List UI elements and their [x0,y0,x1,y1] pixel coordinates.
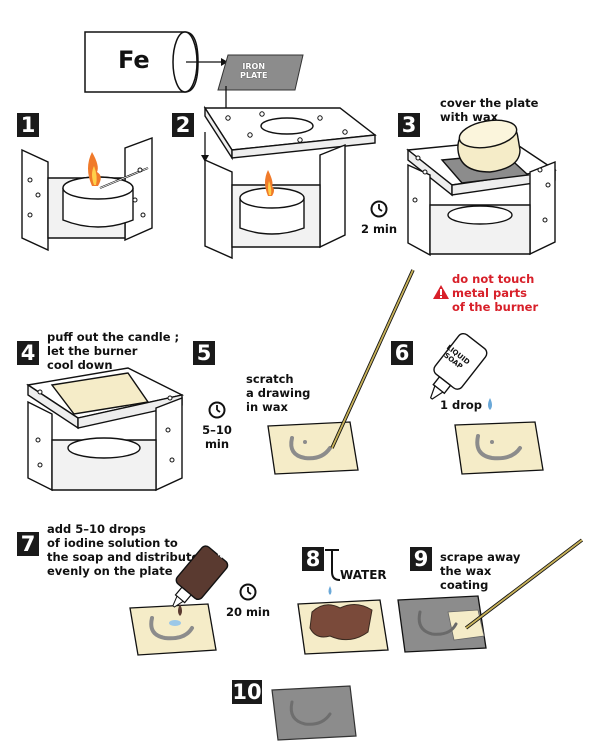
step-6-number: 6 [391,341,413,365]
step-7-text: add 5–10 drops of iodine solution to the… [47,522,200,578]
step-9-text: scrape away the wax coating [440,550,521,592]
soap-bottle [429,332,488,400]
timer-2-text: 2 min [360,222,398,236]
step-10-number: 10 [232,680,262,704]
timer-5-text: 5–10 min [202,423,232,451]
warning-text: do not touch metal parts of the burner [452,272,539,314]
tap-icon [325,549,341,581]
step-2-number: 2 [172,113,194,137]
step-3-text: cover the plate with wax [440,96,539,124]
warning-icon [433,285,449,299]
step-8-number: 8 [302,547,324,571]
step-3-number: 3 [398,113,420,137]
step-9-number: 9 [410,547,432,571]
step-7-number: 7 [17,532,39,556]
timer-7-text: 20 min [225,605,271,619]
timer-icon-5 [208,401,226,419]
step-1-number: 1 [17,113,39,137]
iron-plate-label: IRON PLATE [240,62,268,80]
step-4-number: 4 [17,341,39,365]
step-5-text: scratch a drawing in wax [246,372,311,414]
water-label: WATER [340,568,387,582]
step-5-number: 5 [193,341,215,365]
step-4-text: puff out the candle ; let the burner coo… [47,330,180,372]
iron-plate [217,54,304,91]
timer-icon-7 [239,583,257,601]
iodine-bottle [172,545,229,608]
fe-label: Fe [118,46,150,74]
timer-icon-2 [370,200,388,218]
drop-label: 1 drop [440,398,483,412]
